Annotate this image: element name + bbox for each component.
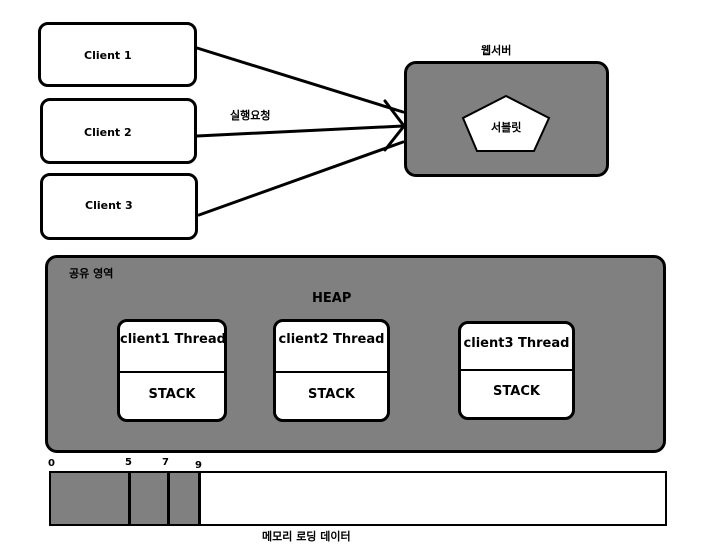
- memory-tick-9: 9: [195, 460, 202, 471]
- client-3-label: Client 3: [85, 199, 133, 212]
- stack-label: STACK: [148, 387, 196, 402]
- client-3-box: Client 3: [40, 173, 198, 240]
- memory-tick-7: 7: [162, 457, 169, 468]
- arrow-client1-to-server: [195, 46, 405, 114]
- thread-divider: [276, 371, 387, 373]
- client-1-box: Client 1: [38, 22, 197, 87]
- request-label: 실행요청: [230, 109, 271, 122]
- arrow-client2-to-server: [195, 124, 405, 138]
- memory-bar: [49, 471, 667, 526]
- servlet-pentagon: [461, 94, 551, 152]
- shared-area-label: 공유 영역: [69, 267, 114, 280]
- client-2-label: Client 2: [84, 126, 132, 139]
- arrow-client3-to-server: [197, 140, 405, 217]
- stack-label: STACK: [308, 387, 355, 402]
- thread-title: client1 Thread: [120, 332, 226, 347]
- heap-label: HEAP: [312, 291, 352, 306]
- memory-divider-5: [128, 473, 131, 524]
- thread-box-client1: client1 Thread STACK: [117, 319, 227, 422]
- thread-box-client3: client3 Thread STACK: [458, 321, 575, 420]
- memory-divider-7: [167, 473, 170, 524]
- thread-title: client3 Thread: [463, 336, 570, 351]
- client-2-box: Client 2: [40, 98, 197, 164]
- shared-area-box: 공유 영역 HEAP client1 Thread STACK client2 …: [45, 255, 666, 453]
- memory-label: 메모리 로딩 데이터: [262, 530, 351, 543]
- thread-divider: [120, 371, 224, 373]
- thread-box-client2: client2 Thread STACK: [273, 319, 390, 422]
- thread-divider: [461, 369, 572, 371]
- memory-tick-0: 0: [48, 458, 55, 469]
- thread-title: client2 Thread: [278, 332, 385, 347]
- client-1-label: Client 1: [84, 49, 132, 62]
- memory-loaded-fill: [51, 473, 200, 524]
- memory-tick-5: 5: [125, 457, 132, 468]
- web-server-label: 웹서버: [481, 44, 512, 57]
- servlet-label: 서블릿: [491, 121, 522, 134]
- memory-divider-9: [198, 473, 201, 524]
- stack-label: STACK: [493, 384, 540, 399]
